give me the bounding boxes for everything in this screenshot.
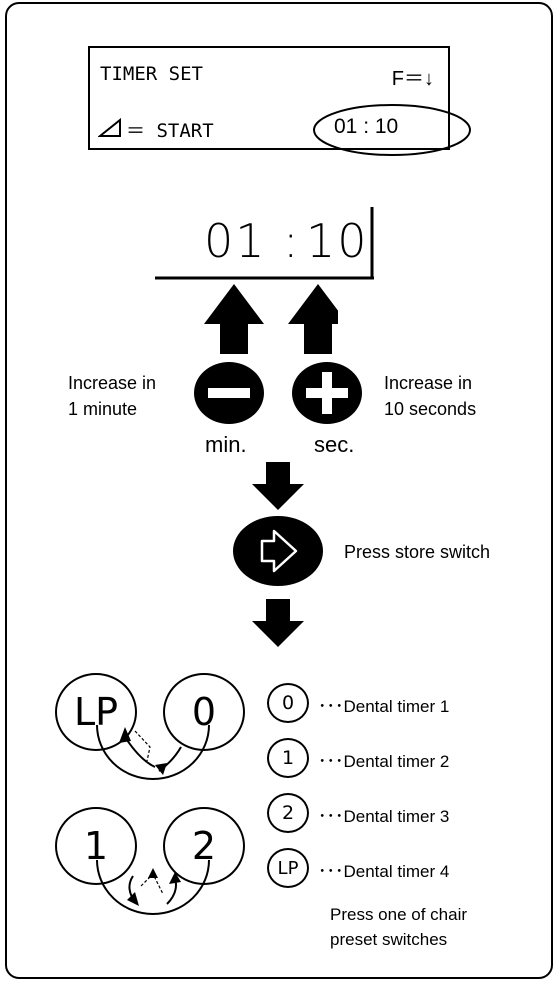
min-unit-label: min.: [205, 432, 247, 457]
preset-1-button[interactable]: 1: [55, 807, 137, 885]
up-arrows: [204, 284, 338, 354]
panel-frame: [5, 2, 553, 979]
legend-key-0: 0: [267, 683, 309, 723]
preset-instruction-line2: preset switches: [330, 930, 448, 949]
lcd-f-key: F＝↓: [391, 68, 434, 90]
store-button[interactable]: [232, 515, 324, 587]
time-seconds: 10: [306, 214, 369, 268]
legend-text-2: ･･･Dental timer 3: [318, 807, 450, 826]
minus-description: Increase in 1 minute: [68, 373, 157, 419]
triangle-icon: [98, 118, 121, 137]
time-colon: :: [283, 214, 301, 268]
down-arrow-icon: [252, 462, 304, 510]
store-icon: [260, 529, 298, 573]
preset-instruction-line1: Press one of chair: [330, 905, 468, 924]
store-instruction: Press store switch: [344, 542, 491, 562]
legend-text-0: ･･･Dental timer 1: [318, 697, 450, 716]
preset-instruction: Press one of chair preset switches: [330, 902, 467, 952]
preset-0-button[interactable]: 0: [163, 673, 245, 751]
plus-button[interactable]: [290, 360, 365, 426]
preset-2-button[interactable]: 2: [163, 807, 245, 885]
minus-button[interactable]: [193, 360, 268, 426]
lcd-time: 01 : 10: [334, 115, 399, 138]
legend-text-1: ･･･Dental timer 2: [318, 752, 450, 771]
lcd-display: TIMER SET F＝↓ ＝ START 01 : 10: [88, 46, 450, 150]
highlight-ellipse: [313, 104, 471, 156]
plus-description: Increase in 10 seconds: [384, 373, 477, 419]
legend-key-2: 2: [267, 793, 309, 833]
legend-text-lp: ･･･Dental timer 4: [318, 862, 450, 881]
time-bracket: [155, 207, 374, 280]
up-arrow-min-icon: [204, 284, 264, 354]
legend-key-1: 1: [267, 738, 309, 778]
time-readout: 01 : 10: [156, 210, 376, 282]
time-minutes: 01: [204, 214, 267, 268]
preset-lp-button[interactable]: LP: [55, 673, 137, 751]
sec-unit-label: sec.: [314, 432, 355, 457]
lcd-start-key: ＝ START: [126, 120, 214, 142]
down-arrow-icon: [252, 599, 304, 647]
up-arrow-sec-icon: [288, 284, 338, 354]
lcd-title: TIMER SET: [100, 63, 203, 85]
legend-key-lp: LP: [267, 848, 309, 888]
